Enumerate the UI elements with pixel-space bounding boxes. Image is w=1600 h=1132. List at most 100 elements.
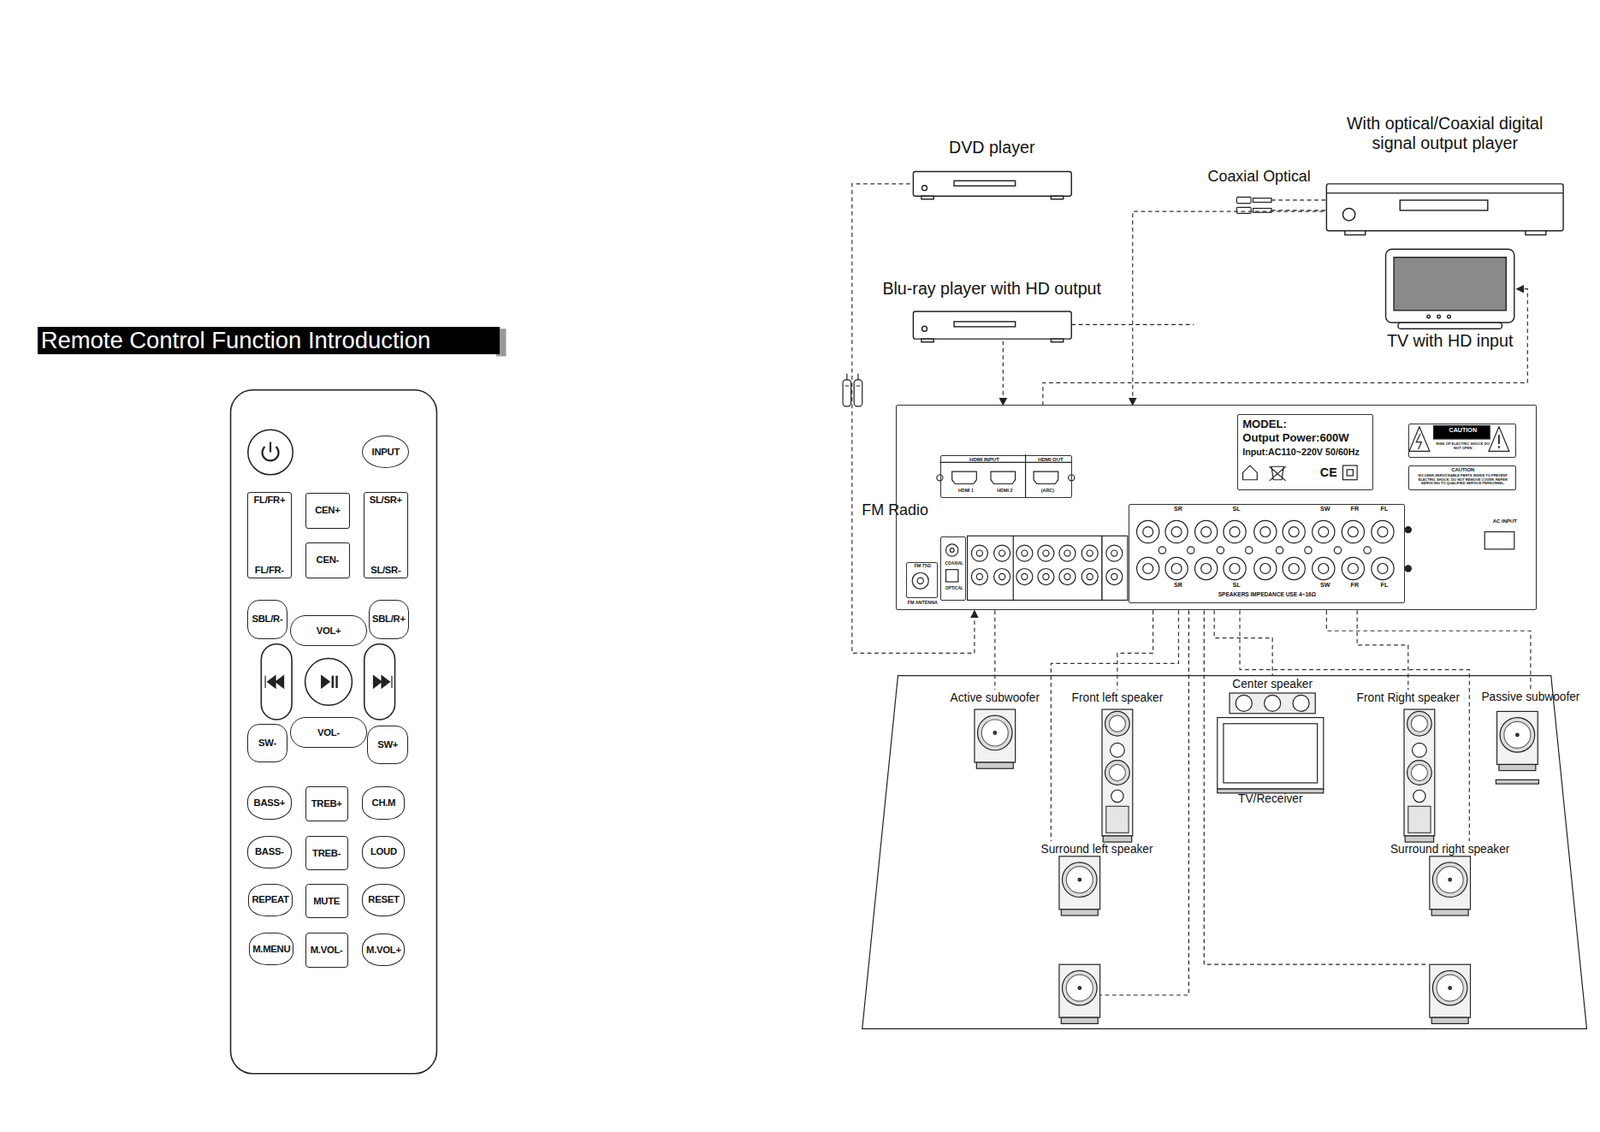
node-text: Passive subwoofer <box>1481 690 1580 705</box>
hdmi-panel: HDMI INPUTHDMI OUTHDMI 1HDMI 2(ARC) <box>940 455 1073 498</box>
receiver-panel-parts-part <box>967 535 1103 600</box>
source-devices-part <box>1447 314 1452 319</box>
remote-control-part <box>265 675 392 688</box>
room-part <box>1235 694 1252 712</box>
node-text: SBL/R+ <box>372 613 406 625</box>
node-text: MODEL: <box>1242 418 1287 431</box>
source-devices-part <box>912 311 1072 339</box>
room-part <box>1264 694 1281 712</box>
rca-jacks-part <box>1064 550 1071 557</box>
remote-control-part <box>335 675 338 688</box>
source-devices-part <box>1393 257 1506 311</box>
node-text: M.MENU <box>252 943 291 955</box>
rca-jacks-part <box>1111 550 1118 557</box>
rca-jacks-part <box>1021 550 1028 557</box>
device-optical-player: With optical/Coaxial digital signal outp… <box>1323 112 1566 233</box>
speaker-terminals-part <box>1318 563 1329 575</box>
node-text: HDMI INPUT <box>969 456 1000 463</box>
speaker-terminals-part <box>1341 557 1364 580</box>
rca-jacks-part <box>1037 545 1055 562</box>
node-text: VOL- <box>317 727 340 739</box>
receiver-panel-parts-part <box>1404 527 1411 534</box>
rca-jacks-part <box>1111 573 1118 580</box>
node-text: SW <box>1320 582 1331 590</box>
speaker-terminals-part <box>1195 557 1218 580</box>
speaker-terminals-part <box>1347 563 1358 575</box>
node-text: CEN+ <box>314 504 340 516</box>
source-devices-part <box>1326 183 1564 232</box>
rca-jacks-part <box>994 545 1011 562</box>
node-text: SR <box>1173 582 1183 590</box>
device-bluray: Blu-ray player with HD output <box>878 277 1105 341</box>
node-text: SW <box>1320 506 1331 514</box>
node-text: LOUD <box>370 846 398 858</box>
room <box>862 675 1588 1030</box>
remote-button: TREB- <box>305 835 349 872</box>
annotation-label: Coaxial Optical <box>1208 167 1311 186</box>
remote-button: CEN+ <box>305 492 350 529</box>
node-text: CAUTION <box>1451 467 1475 474</box>
rca-jacks-part <box>1086 573 1093 580</box>
receiver-panel-parts-part <box>1404 565 1411 572</box>
node-text: Front Right speaker <box>1357 691 1460 706</box>
room-part <box>1223 723 1318 783</box>
speaker-terminals-part <box>1254 520 1277 543</box>
rca-jacks-part <box>1042 550 1049 557</box>
speaker-terminals-part <box>1201 563 1212 575</box>
rca-jacks-part <box>999 573 1006 580</box>
remote-button: M.MENU <box>248 932 294 966</box>
rca-jacks-part <box>1037 568 1055 585</box>
speaker-terminals-part <box>1333 546 1341 554</box>
source-devices-part <box>1326 192 1564 194</box>
receiver-panel-parts <box>912 426 1515 601</box>
speaker: Center speaker <box>1226 675 1319 715</box>
node-text: RESET <box>367 894 399 906</box>
source-devices-part <box>1427 314 1431 319</box>
remote-button: MUTE <box>305 883 349 919</box>
speaker-terminals-part <box>1143 563 1154 575</box>
rca-jacks-part <box>1081 545 1098 562</box>
node-text: OPTICAL <box>945 586 964 591</box>
connector-wire <box>994 610 996 690</box>
source-devices-part <box>1399 200 1488 211</box>
node-text: SBL/R- <box>252 613 284 625</box>
room-part <box>1102 709 1133 842</box>
receiver-panel-parts-part <box>949 548 955 553</box>
remote-button: M.VOL- <box>305 932 349 968</box>
speaker-terminals-part <box>1229 563 1240 575</box>
receiver-panel-parts-part <box>1416 433 1422 450</box>
speaker-terminals-part <box>1223 557 1246 580</box>
title-banner: Remote Control Function Introduction <box>37 326 500 355</box>
speaker-terminals <box>1137 520 1395 580</box>
speaker-terminals-part <box>1318 527 1329 538</box>
rca-jacks-part <box>1064 573 1071 580</box>
speaker: Passive subwoofer <box>1477 688 1583 775</box>
rca-jacks-part <box>1106 568 1123 585</box>
receiver-panel-parts-part <box>1102 535 1128 600</box>
receiver-panel-parts-part <box>936 474 943 481</box>
remote-button: VOL+ <box>290 615 368 646</box>
plugs-and-wires-part <box>1253 198 1272 203</box>
node-text: BASS- <box>254 846 285 858</box>
remote-rocker: SL/SR+SL/SR- <box>363 491 409 578</box>
remote-button: TREB+ <box>305 786 349 822</box>
node-text: Center speaker <box>1232 677 1313 692</box>
node-text: Blu-ray player with HD output <box>882 278 1102 299</box>
receiver-panel-parts-part <box>939 454 1072 498</box>
source-devices-part <box>1342 207 1355 220</box>
node-text: SR <box>1173 506 1183 514</box>
source-devices-part <box>1525 231 1547 236</box>
speaker-terminals-part <box>1312 557 1335 580</box>
connector-wire <box>1326 610 1531 689</box>
remote-button: REPEAT <box>248 883 293 917</box>
plugs-and-wires-part <box>1236 196 1251 203</box>
speaker: Front left speaker <box>1068 689 1168 845</box>
speaker-terminals-part <box>1216 546 1224 554</box>
remote-button: BASS+ <box>247 786 292 819</box>
source-devices-part <box>954 321 1016 327</box>
speaker-terminals-part <box>1304 546 1312 554</box>
speaker-terminals-part <box>1377 563 1388 575</box>
rca-jacks-part <box>971 568 988 585</box>
source-devices-part <box>1437 314 1441 319</box>
